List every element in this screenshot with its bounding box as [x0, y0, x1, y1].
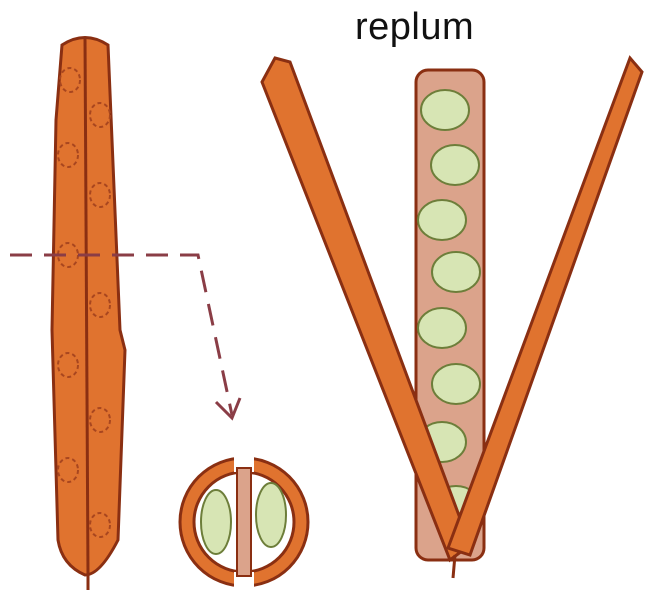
- seed: [256, 483, 286, 547]
- cross-section: [180, 452, 308, 592]
- closed-silique: [52, 38, 125, 591]
- pedicel: [453, 555, 455, 578]
- section-arrow: [10, 255, 240, 418]
- replum-label: replum: [355, 6, 474, 49]
- open-silique: [262, 58, 642, 578]
- arrowhead: [216, 398, 240, 418]
- cross-section-replum: [237, 468, 251, 576]
- seed: [201, 490, 231, 554]
